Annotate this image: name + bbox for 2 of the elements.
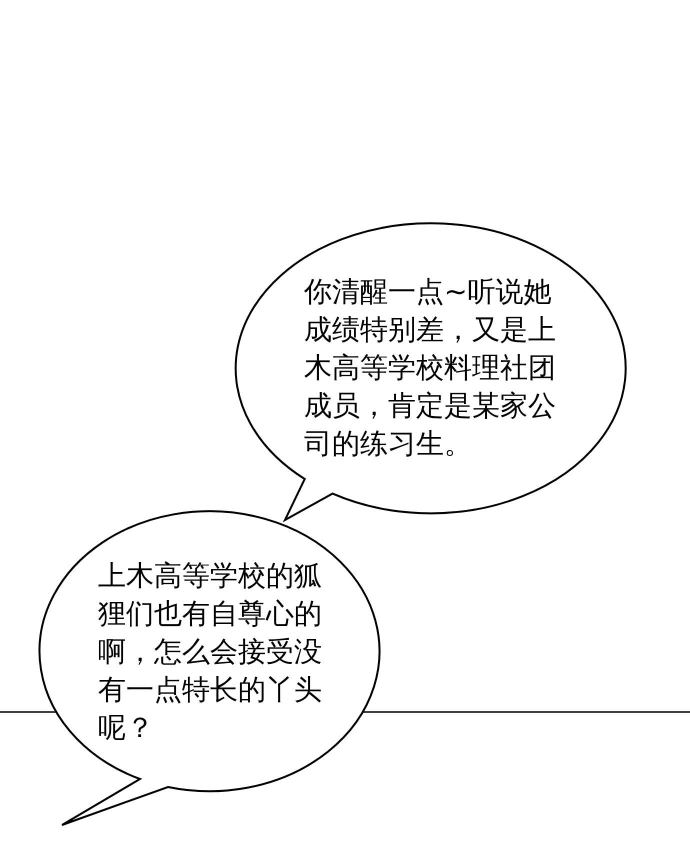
speech-text: 上木高等学校的狐狸们也有自尊心的啊，怎么会接受没有一点特长的丫头呢？ (98, 558, 323, 746)
speech-text: 你清醒一点~听说她成绩特别差，又是上木高等学校料理社团成员，肯定是某家公司的练习生。 (304, 274, 557, 462)
